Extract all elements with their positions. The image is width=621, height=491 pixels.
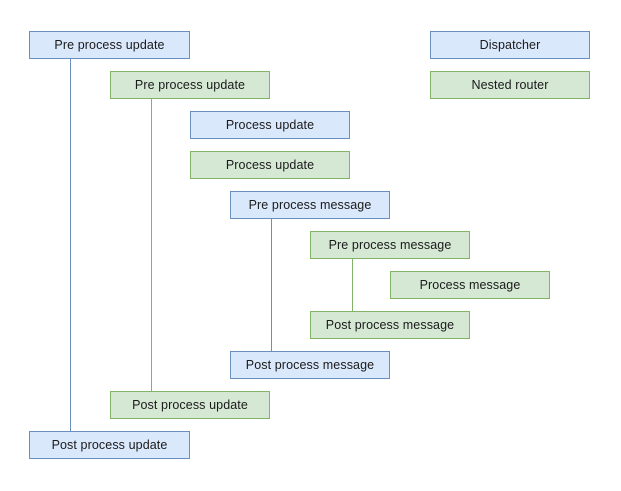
process-node-label: Post process message <box>325 317 455 332</box>
connector-n1-to-n11 <box>70 59 71 431</box>
process-node-n7[interactable]: Process message <box>390 271 550 299</box>
process-node-label: Process update <box>225 117 315 132</box>
process-node-n1[interactable]: Pre process update <box>29 31 190 59</box>
process-node-n10[interactable]: Post process update <box>110 391 270 419</box>
legend-item-label: Nested router <box>471 77 549 92</box>
process-node-n6[interactable]: Pre process message <box>310 231 470 259</box>
process-node-n5[interactable]: Pre process message <box>230 191 390 219</box>
process-node-n2[interactable]: Pre process update <box>110 71 270 99</box>
process-node-label: Pre process update <box>54 37 165 52</box>
legend-item-dispatcher[interactable]: Dispatcher <box>430 31 590 59</box>
process-node-label: Pre process message <box>248 197 372 212</box>
process-node-label: Pre process message <box>328 237 452 252</box>
process-node-label: Post process message <box>245 357 375 372</box>
process-node-n11[interactable]: Post process update <box>29 431 190 459</box>
process-node-label: Process update <box>225 157 315 172</box>
process-node-n3[interactable]: Process update <box>190 111 350 139</box>
connector-n6-to-n8 <box>352 259 353 311</box>
process-node-label: Pre process update <box>134 77 246 92</box>
connector-n5-to-n9 <box>271 219 272 351</box>
connector-n2-to-n10 <box>151 99 152 391</box>
process-node-label: Process message <box>419 277 521 292</box>
legend-item-label: Dispatcher <box>479 37 541 52</box>
process-node-label: Post process update <box>132 397 248 412</box>
process-node-label: Post process update <box>51 437 168 452</box>
legend-item-nested-router[interactable]: Nested router <box>430 71 590 99</box>
process-node-n9[interactable]: Post process message <box>230 351 390 379</box>
process-node-n8[interactable]: Post process message <box>310 311 470 339</box>
process-node-n4[interactable]: Process update <box>190 151 350 179</box>
